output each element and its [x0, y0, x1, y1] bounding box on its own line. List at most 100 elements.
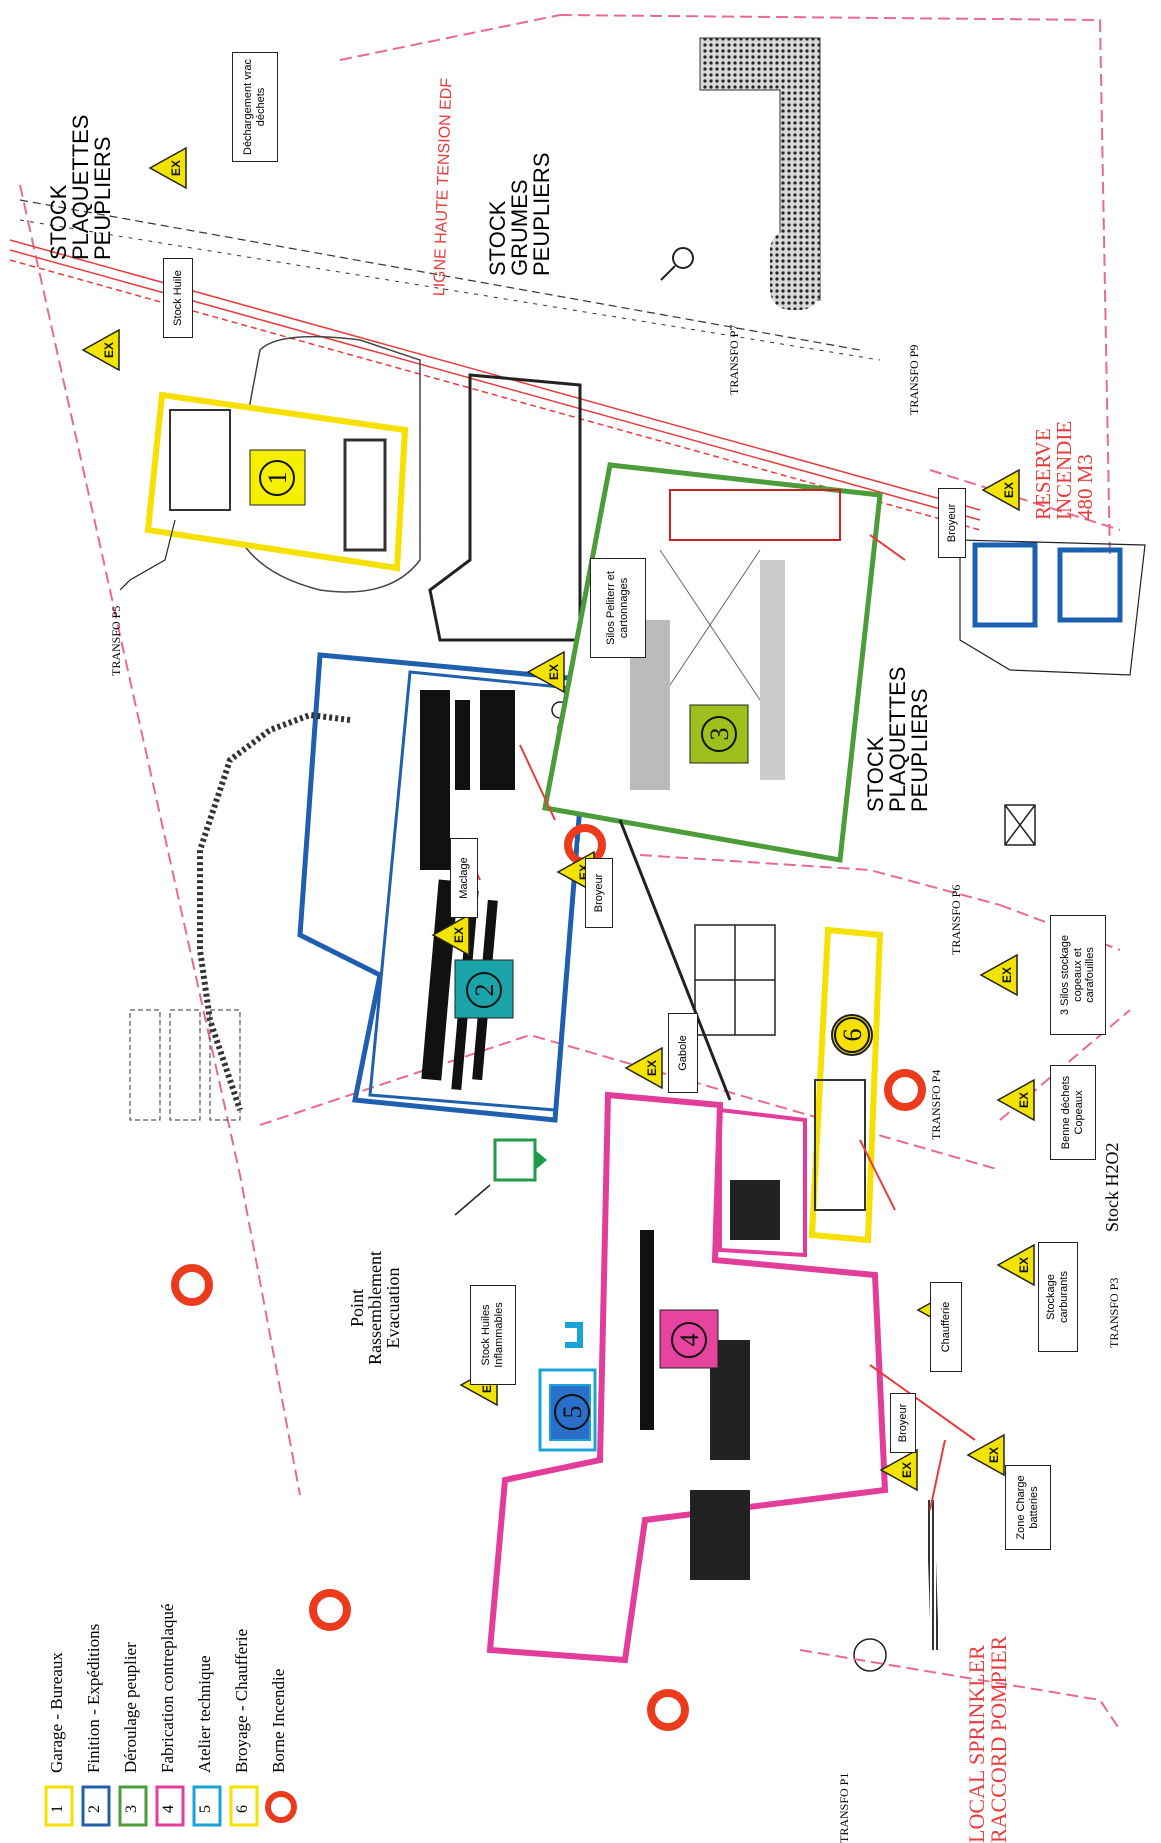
label-local-sprinkler: LOCAL SPRINKLER RACCORD POMPIER [964, 1635, 1011, 1843]
svg-text:6: 6 [838, 1029, 867, 1042]
building-outline [428, 373, 582, 642]
legend-number-6: 6 [234, 1805, 251, 1813]
svg-text:EX: EX [547, 664, 561, 680]
ex-warning-icon: EX [966, 1433, 1005, 1477]
fire-hydrant-icon [884, 1069, 926, 1111]
legend-label-borne: Borne Incendie [269, 1668, 288, 1773]
ex-warning-icon: EX [526, 650, 565, 694]
legend-swatch-5 [192, 1785, 222, 1827]
legend-hydrant-icon [265, 1791, 297, 1823]
box-label-stock-huiles-inflammables: Stock Huiles Inflammables [470, 1285, 516, 1385]
box-label-silos-stockage: 3 Silos stockage copeaux et carafouilles [1050, 915, 1106, 1035]
box-label-silos: Silos Peliterr et cartonnages [590, 558, 646, 658]
legend-label-2: Finition - Expéditions [84, 1623, 103, 1773]
legend-swatch-1 [44, 1785, 74, 1827]
legend-number-2: 2 [86, 1805, 103, 1813]
ex-warning-icon: EX [981, 468, 1020, 512]
svg-text:EX: EX [1002, 482, 1016, 498]
fire-hydrant-icon [647, 1689, 689, 1731]
ex-warning-icon: EX [996, 1243, 1035, 1287]
svg-text:EX: EX [900, 1462, 914, 1478]
ex-warning-icon: EX [996, 1078, 1035, 1122]
zone-5 [538, 1322, 597, 1452]
label-transfo-p9: TRANSFO P9 [907, 344, 921, 415]
legend-label-1: Garage - Bureaux [47, 1652, 66, 1773]
legend-number-3: 3 [123, 1805, 140, 1813]
svg-text:EX: EX [1017, 1092, 1031, 1108]
box-label-gabole: Gabole [668, 1013, 698, 1093]
label-stock-h2o2: Stock H2O2 [1102, 1142, 1122, 1233]
legend-swatch-6 [229, 1785, 259, 1827]
ex-warning-icon: EX [81, 328, 120, 372]
zone-6-badge: 6 [834, 1017, 870, 1053]
svg-text:3: 3 [705, 728, 734, 741]
label-transfo-p7: TRANSFO P7 [727, 324, 741, 395]
box-label-maclage: Maclage [450, 838, 478, 918]
zone-1-badge: 1 [259, 460, 295, 496]
parking [129, 1009, 241, 1121]
svg-text:2: 2 [470, 984, 499, 997]
zone-1 [144, 335, 421, 593]
label-point-rassemblement: Point Rassemblement Evacuation [347, 1251, 403, 1365]
zone-4-badge: 4 [671, 1322, 707, 1358]
ex-warning-icon: EX [431, 913, 470, 957]
legend-label-4: Fabrication contreplaqué [158, 1603, 177, 1773]
legend-label-5: Atelier technique [195, 1655, 214, 1773]
zone-3 [542, 462, 883, 863]
legend-number-4: 4 [160, 1805, 177, 1813]
svg-text:EX: EX [452, 927, 466, 943]
label-stock-plaquettes-top: STOCK PLAQUETTES PEUPLIERS [46, 114, 115, 260]
box-label-chaufferie: Chaufferie [930, 1282, 962, 1372]
zone-4 [486, 1091, 889, 1664]
ex-warning-icon: EX [624, 1046, 663, 1090]
label-transfo-p3: TRANSFO P3 [1107, 1277, 1121, 1348]
svg-text:EX: EX [1000, 967, 1014, 983]
assembly-point-icon [493, 1138, 547, 1182]
svg-text:5: 5 [558, 1406, 587, 1419]
fire-hydrant-icon [309, 1589, 351, 1631]
legend [44, 1785, 297, 1827]
fire-hydrant-icon [171, 1264, 213, 1306]
svg-text:1: 1 [263, 472, 292, 485]
ex-warning-icon: EX [879, 1448, 918, 1492]
box-label-stockage-carburants: Stockage carburants [1038, 1242, 1078, 1352]
legend-swatch-4 [155, 1785, 185, 1827]
zone-6 [808, 926, 884, 1244]
svg-text:EX: EX [102, 342, 116, 358]
svg-text:EX: EX [169, 160, 183, 176]
label-transfo-p4: TRANSFO P4 [929, 1069, 943, 1140]
box-label-stock-huile: Stock Huile [163, 258, 193, 338]
box-label-broyeur-1: Broyeur [585, 858, 613, 928]
svg-text:EX: EX [987, 1447, 1001, 1463]
box-label-broyeur-2: Broyeur [938, 488, 966, 558]
fire-hydrant-markers [171, 824, 926, 1731]
legend-swatch-3 [118, 1785, 148, 1827]
crates [694, 804, 1036, 1036]
label-transfo-p5: TRANSFO P5 [109, 605, 123, 676]
ex-warning-icon: EX [979, 953, 1018, 997]
ex-warning-icon: EX [148, 146, 187, 190]
fire-reserve [959, 539, 1146, 676]
box-label-benne-dechets: Benne déchets Copeaux [1050, 1065, 1096, 1160]
box-label-dechargement: Déchargement vrac déchets [232, 52, 278, 162]
zone-5-badge: 5 [554, 1394, 590, 1430]
zone-3-badge: 3 [701, 716, 737, 752]
legend-swatch-2 [81, 1785, 111, 1827]
label-reserve-incendie: RESERVE INCENDIE 480 M3 [1031, 420, 1097, 520]
ex-warning-markers: EXEXEXEXEXEXEXEXEXEXEXEXEXEX [81, 146, 1035, 1492]
gear-icon [660, 247, 694, 281]
svg-text:EX: EX [1017, 1257, 1031, 1273]
label-stock-grumes: STOCK GRUMES PEUPLIERS [485, 152, 554, 277]
legend-number-1: 1 [49, 1805, 66, 1813]
svg-text:EX: EX [645, 1060, 659, 1076]
svg-text:4: 4 [675, 1334, 704, 1347]
zone-2-badge: 2 [466, 972, 502, 1008]
legend-label-3: Déroulage peuplier [121, 1642, 140, 1773]
zone-2 [297, 652, 593, 1123]
legend-label-6: Broyage - Chaufferie [232, 1628, 251, 1773]
label-stock-plaquettes-right: STOCK PLAQUETTES PEUPLIERS [863, 666, 932, 812]
label-transfo-p6: TRANSFO P6 [949, 884, 963, 955]
legend-number-5: 5 [197, 1805, 214, 1813]
box-label-broyeur-3: Broyeur [890, 1393, 916, 1453]
label-transfo-p1: TRANSFO P1 [837, 1772, 851, 1843]
